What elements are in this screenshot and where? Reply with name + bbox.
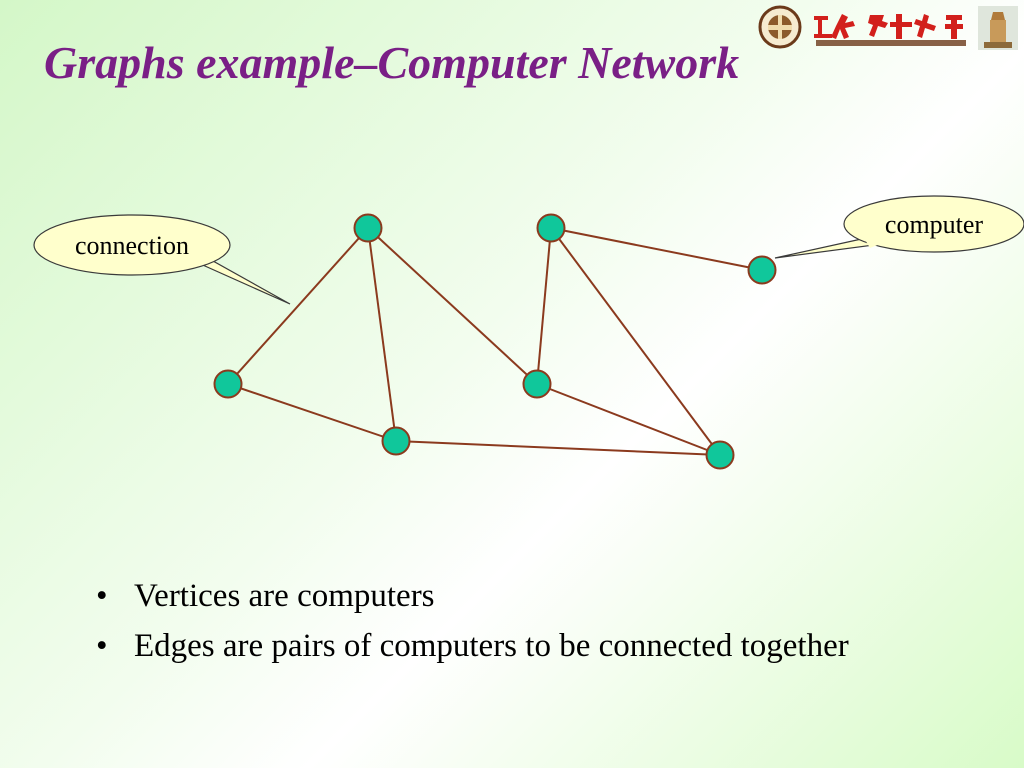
vertex-v6 [522,369,552,399]
bullet-marker: • [96,578,108,614]
bullet-text: Edges are pairs of computers to be conne… [134,628,849,664]
vertex-v4 [213,369,243,399]
vertex-group [213,213,777,470]
university-logo-icon [758,5,1018,50]
edge-group [227,227,763,456]
tower-icon [978,6,1018,50]
edge-v1-v6 [367,227,538,385]
edge-v2-v7 [550,227,721,456]
vertex-v5 [381,426,411,456]
computer-label: computer [885,210,984,239]
bullet-text: Vertices are computers [134,578,435,614]
edge-v4-v5 [227,383,397,442]
bullet-item-edges: • Edges are pairs of computers to be con… [96,626,956,666]
vertex-v2 [536,213,566,243]
connection-label: connection [75,231,189,260]
edge-v2-v3 [550,227,763,271]
bullet-item-vertices: • Vertices are computers [96,576,956,616]
bullet-list: • Vertices are computers • Edges are pai… [96,576,956,676]
edge-v5-v7 [395,440,721,456]
calligraphy-icon [814,14,963,39]
connection-callout: connection [33,214,291,305]
edge-v2-v6 [536,227,552,385]
edge-v1-v4 [227,227,369,385]
computer-callout: computer [774,195,1024,259]
vertex-v7 [705,440,735,470]
edge-v6-v7 [536,383,721,456]
vertex-v1 [353,213,383,243]
slide-title: Graphs example–Computer Network [44,37,740,88]
edge-v1-v5 [367,227,397,442]
bullet-marker: • [96,628,108,664]
vertex-v3 [747,255,777,285]
network-diagram: connection computer [33,195,1024,470]
